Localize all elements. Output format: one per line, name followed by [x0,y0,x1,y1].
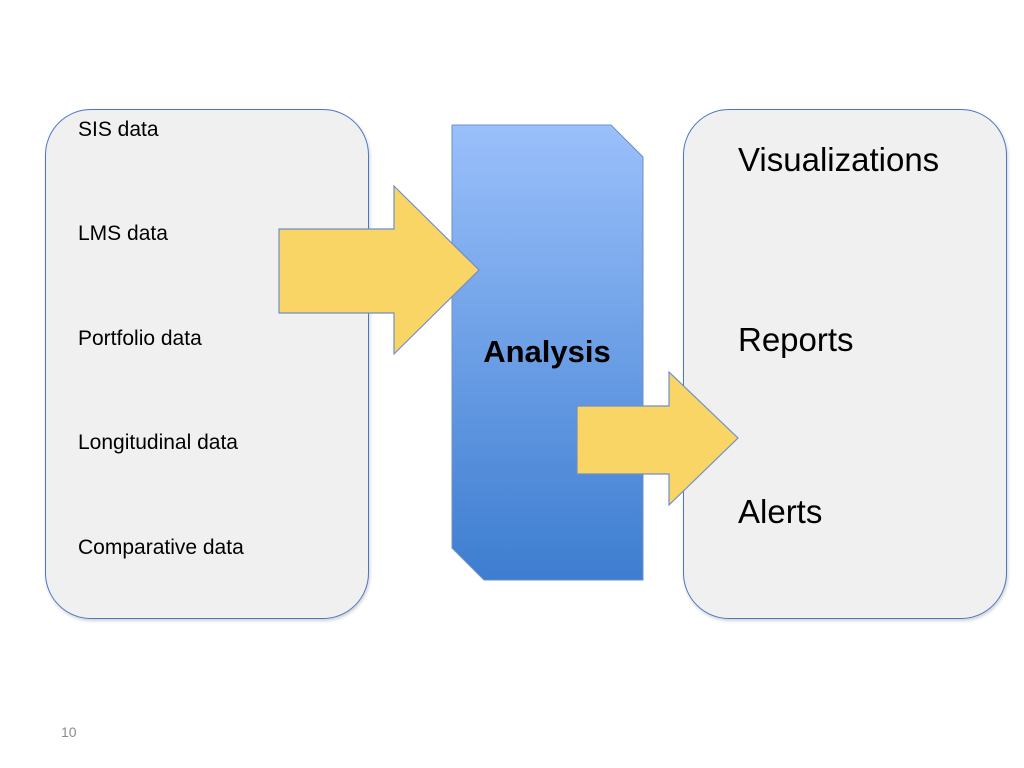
outputs-panel [683,109,1007,619]
source-item-portfolio: Portfolio data [78,327,202,350]
source-item-longitudinal: Longitudinal data [78,431,238,454]
output-item-reports: Reports [738,321,854,358]
output-item-alerts: Alerts [738,493,823,530]
input-arrow [278,184,480,356]
analysis-label: Analysis [483,334,611,369]
data-sources-panel [45,109,369,619]
source-item-comparative: Comparative data [78,536,244,559]
source-item-sis: SIS data [78,118,159,141]
page-number: 10 [61,724,77,740]
source-item-lms: LMS data [78,222,168,245]
output-item-visualizations: Visualizations [738,141,940,178]
output-arrow [576,370,739,507]
